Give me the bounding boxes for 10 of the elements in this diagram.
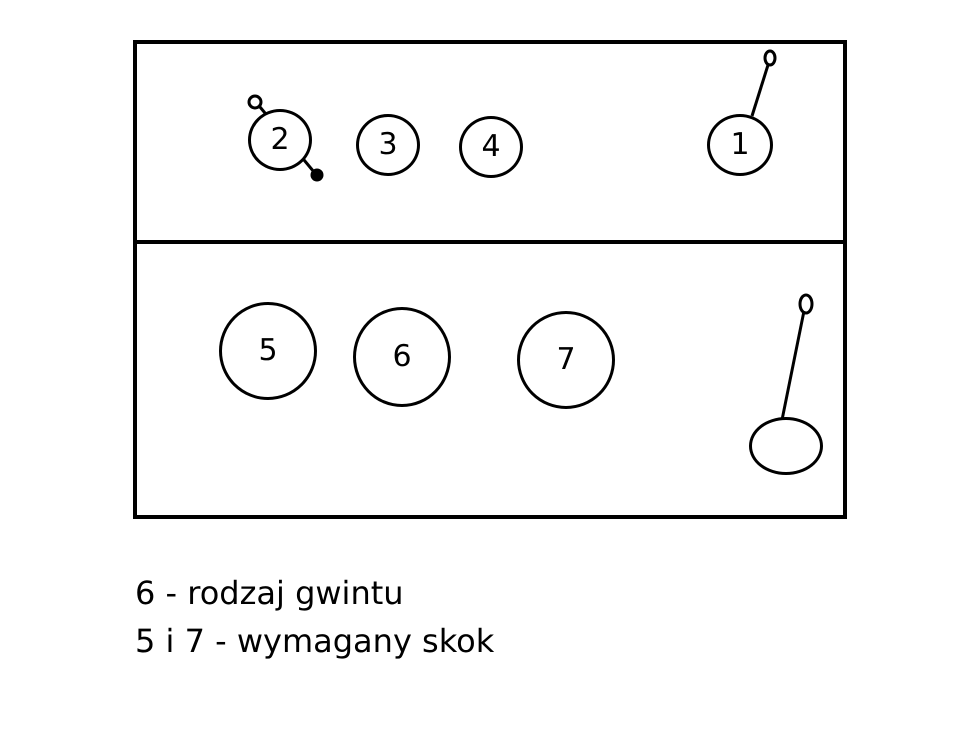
- callout-number: 5: [258, 336, 278, 366]
- legend-note: 5 i 7 - wymagany skok: [135, 622, 494, 660]
- callout-number: 1: [730, 130, 750, 160]
- callout-number: 6: [392, 342, 412, 372]
- callout-number: 7: [556, 345, 576, 375]
- legend-note: 6 - rodzaj gwintu: [135, 574, 404, 612]
- callout-number: 4: [481, 132, 501, 162]
- callout-number: 3: [378, 130, 398, 160]
- callout-number: 2: [270, 125, 290, 155]
- knob-circle: [248, 109, 312, 171]
